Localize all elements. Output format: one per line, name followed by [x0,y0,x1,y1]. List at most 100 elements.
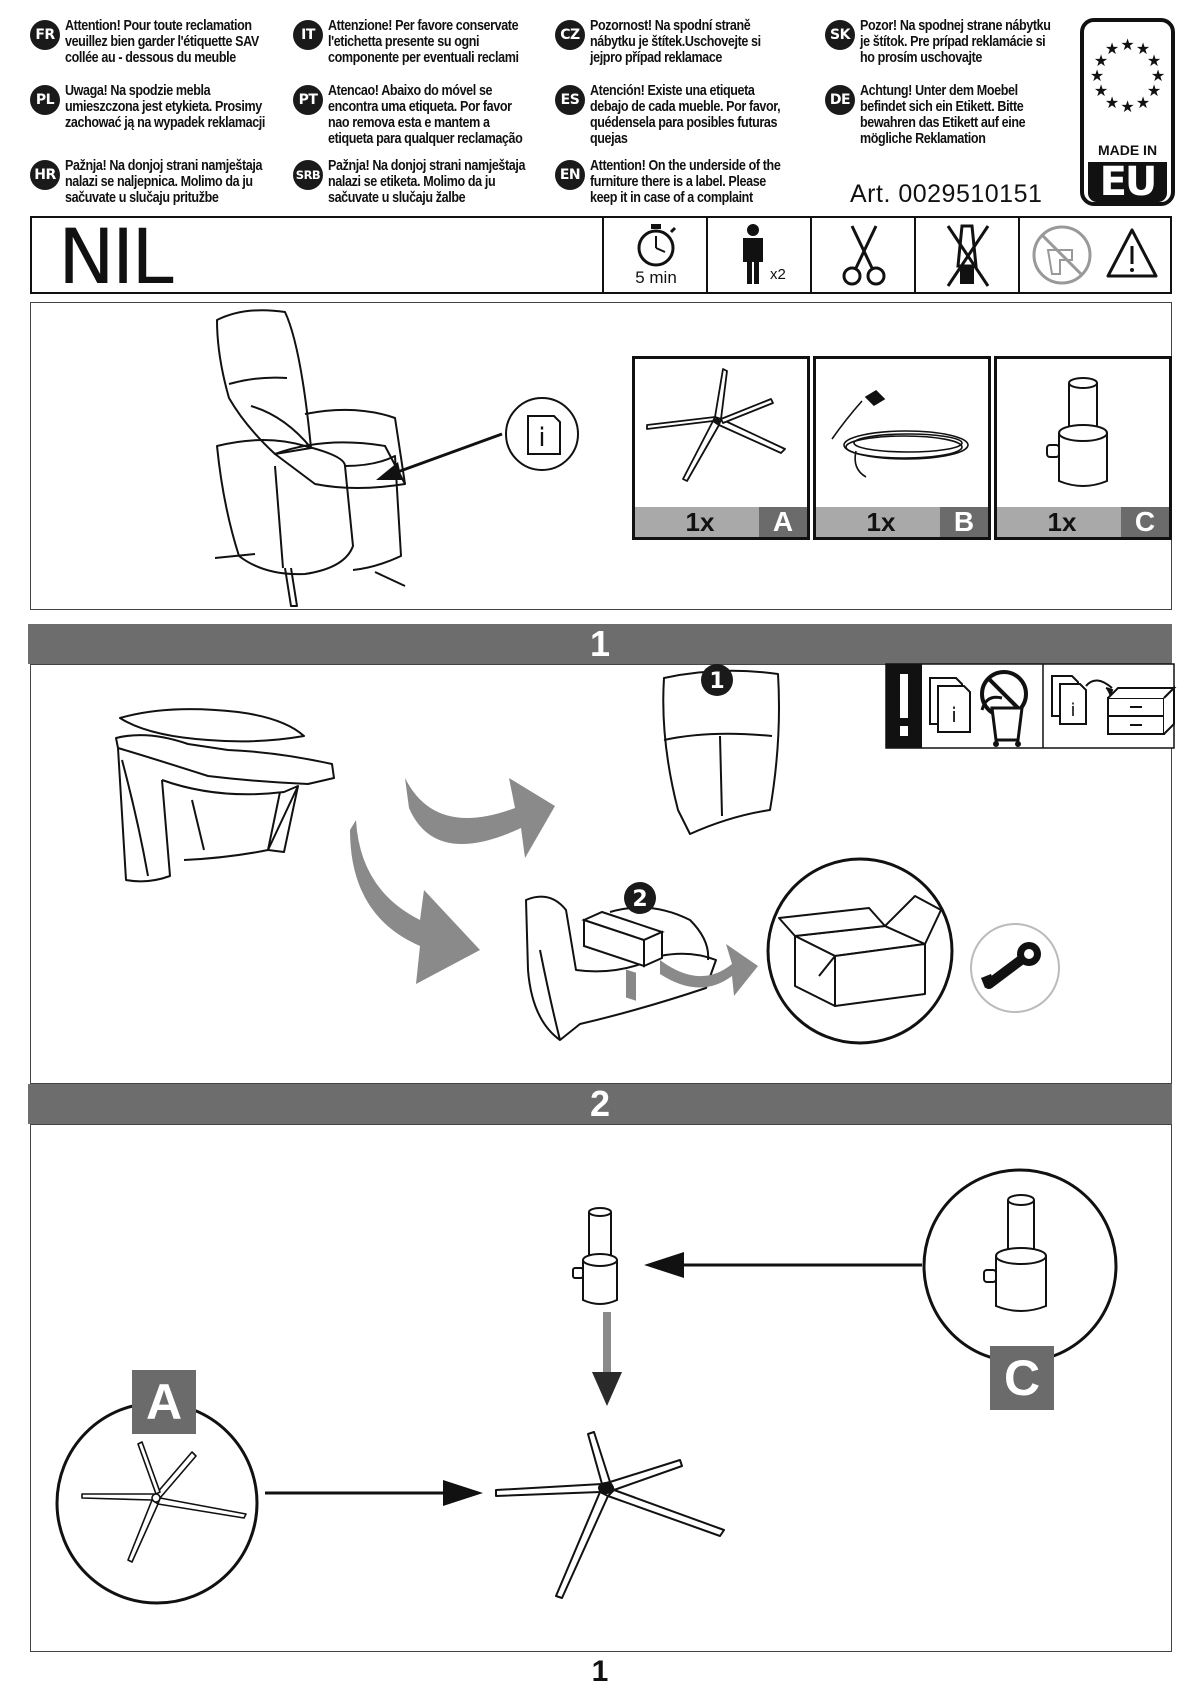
callout-2-badge: 2 [624,882,656,914]
persons-cell: x2 [706,218,812,292]
time-label: 5 min [635,268,677,287]
no-trash-icon [980,670,1028,747]
page-number: 1 [591,1655,609,1688]
scissors-cell [810,218,916,292]
step-1-panel [30,664,1172,1084]
svg-text:★: ★ [1105,93,1119,112]
svg-text:i: i [951,703,957,727]
callout-1-badge: 1 [701,664,733,696]
language-code: EN [555,160,585,190]
part-c-quantity: 1x [1047,507,1077,537]
arrow-c-to-adapter [644,1252,922,1278]
made-in-label: MADE IN [1097,142,1158,158]
language-code: PT [293,85,323,115]
drawer-cabinet-icon [1085,679,1177,735]
part-b: 1x B [813,356,991,540]
product-name: NIL [58,212,174,301]
part-c: 1x C [994,356,1172,540]
svg-text:1: 1 [709,669,724,694]
star-base-icon [646,368,786,482]
svg-text:★: ★ [1147,81,1161,100]
column-adapter-small [572,1207,618,1305]
part-c-label: C [990,1346,1054,1410]
step-2-panel [30,1124,1172,1652]
warning-cell [1018,218,1172,292]
person-icon [743,224,763,284]
scissors-icon [842,225,886,286]
backrest-illustration [662,669,780,835]
star-base-assembled [495,1431,725,1599]
part-a-quantity: 1x [685,507,715,537]
info-icon: i [505,397,579,471]
persons-label: x2 [770,266,786,283]
title-bar: NIL 5 min x2 [30,212,1172,301]
step-1-header: 1 [28,624,1172,664]
svg-text:i: i [1070,700,1075,721]
svg-text:★: ★ [1136,93,1150,112]
language-code: ES [555,85,585,115]
svg-text:2: 2 [632,887,647,912]
article-number: Art. 0029510151 [850,180,1043,208]
eu-stars-icon: ★★★ ★★★ ★★★ ★★★ [1090,35,1165,116]
svg-text:★: ★ [1120,97,1134,116]
language-code: SK [825,20,855,50]
part-c-letter: C [1121,507,1169,537]
part-a-label: A [132,1370,196,1434]
seat-with-box-illustration [525,895,717,1041]
no-knife-icon [946,224,990,287]
part-b-letter: B [940,507,988,537]
language-code: IT [293,20,323,50]
column-adapter-icon [1046,377,1108,487]
recycle-instructions-icons: i i [885,663,1177,749]
language-code: DE [825,85,855,115]
svg-text:★: ★ [1120,35,1134,54]
svg-text:★: ★ [1094,51,1108,70]
curved-arrow-top [405,778,555,858]
no-knife-cell [914,218,1020,292]
language-code: SRB [293,160,323,190]
language-code: HR [30,160,60,190]
language-code: FR [30,20,60,50]
step-2-header: 2 [28,1084,1172,1124]
curved-arrow-small [660,944,758,996]
svg-text:i: i [538,423,545,453]
part-a-detail-circle [55,1401,259,1605]
made-in-eu-badge: ★★★ ★★★ ★★★ ★★★ MADE IN EU [1080,18,1175,206]
part-c-detail-circle [922,1168,1118,1364]
no-drill-icon [1032,225,1092,285]
svg-text:★: ★ [1094,81,1108,100]
svg-text:★: ★ [1090,66,1104,85]
part-a: 1x A [632,356,810,540]
language-code: PL [30,85,60,115]
time-cell: 5 min [602,218,708,292]
arrow-a-to-base [265,1480,483,1506]
eu-label: EU [1088,162,1167,202]
part-a-letter: A [759,507,807,537]
svg-text:★: ★ [1151,66,1165,85]
arrow-down-gray [592,1312,622,1406]
label-location-arrow [376,432,503,480]
part-b-quantity: 1x [866,507,896,537]
language-code: CZ [555,20,585,50]
svg-text:★: ★ [1136,39,1150,58]
cardboard-box-illustration [766,857,954,1045]
svg-text:★: ★ [1105,39,1119,58]
boxed-chair-illustration [115,708,335,883]
warning-triangle-icon [1106,228,1158,278]
stopwatch-icon [637,224,677,267]
svg-text:★: ★ [1147,51,1161,70]
curved-arrow-bottom [350,820,480,984]
power-cable-icon [831,389,969,478]
wrench-icon [970,923,1060,1013]
